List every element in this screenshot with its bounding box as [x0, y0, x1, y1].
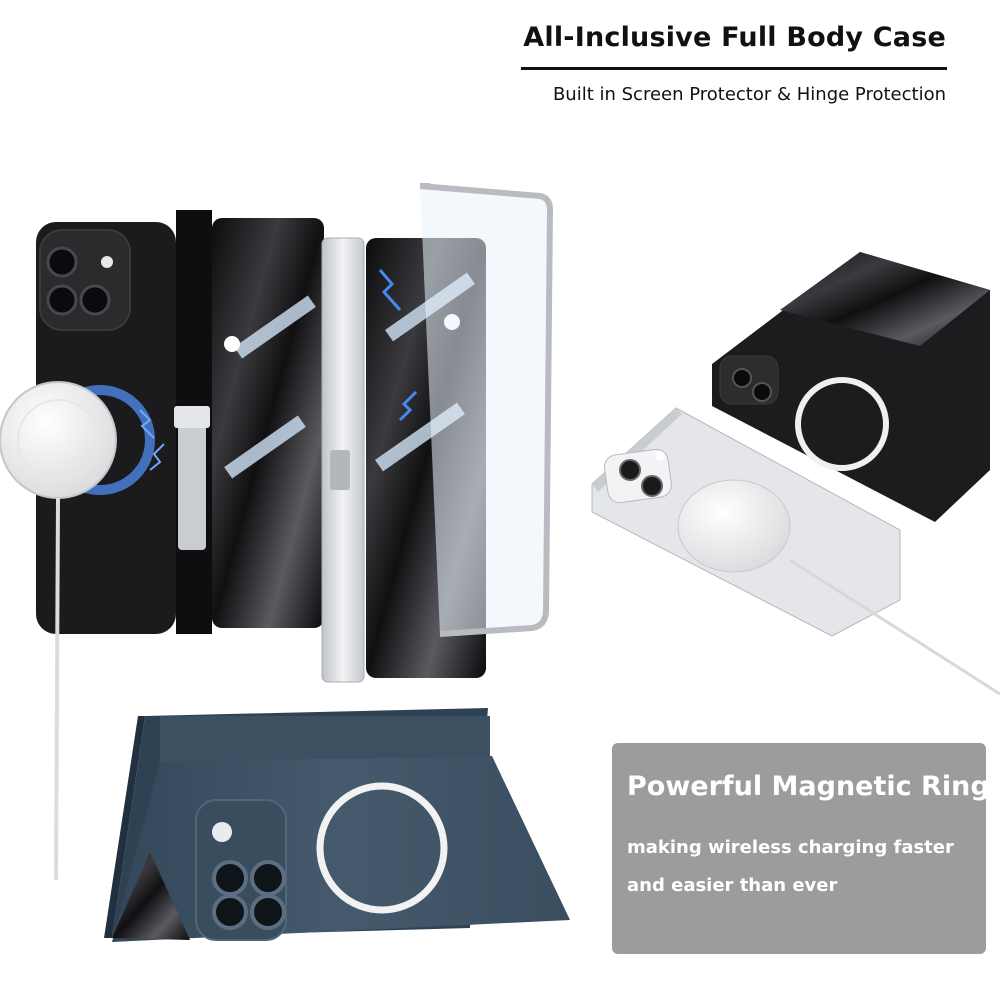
- silver-folded-case: [591, 407, 1000, 696]
- magnetic-ring-icon: [316, 782, 448, 914]
- feature-description: making wireless charging faster and easi…: [627, 837, 954, 896]
- magnetic-charger-icon: [0, 381, 117, 499]
- screen-protector-frame: [419, 183, 554, 637]
- charging-cable-icon: [54, 497, 60, 881]
- page-title: All-Inclusive Full Body Case: [523, 22, 946, 53]
- black-folded-case: [712, 252, 990, 522]
- page-subtitle: Built in Screen Protector & Hinge Protec…: [552, 84, 946, 105]
- camera-module-icon: [39, 229, 131, 331]
- feature-panel: Powerful Magnetic Ring making wireless c…: [612, 743, 990, 954]
- exploded-case-view: [0, 183, 554, 881]
- blue-folded-case: [104, 708, 570, 942]
- inner-screen: [212, 218, 324, 628]
- kickstand-icon: [174, 406, 210, 550]
- feature-title: Powerful Magnetic Ring: [627, 771, 990, 802]
- title-underline: [521, 67, 947, 70]
- folded-case-pair: [591, 252, 1000, 696]
